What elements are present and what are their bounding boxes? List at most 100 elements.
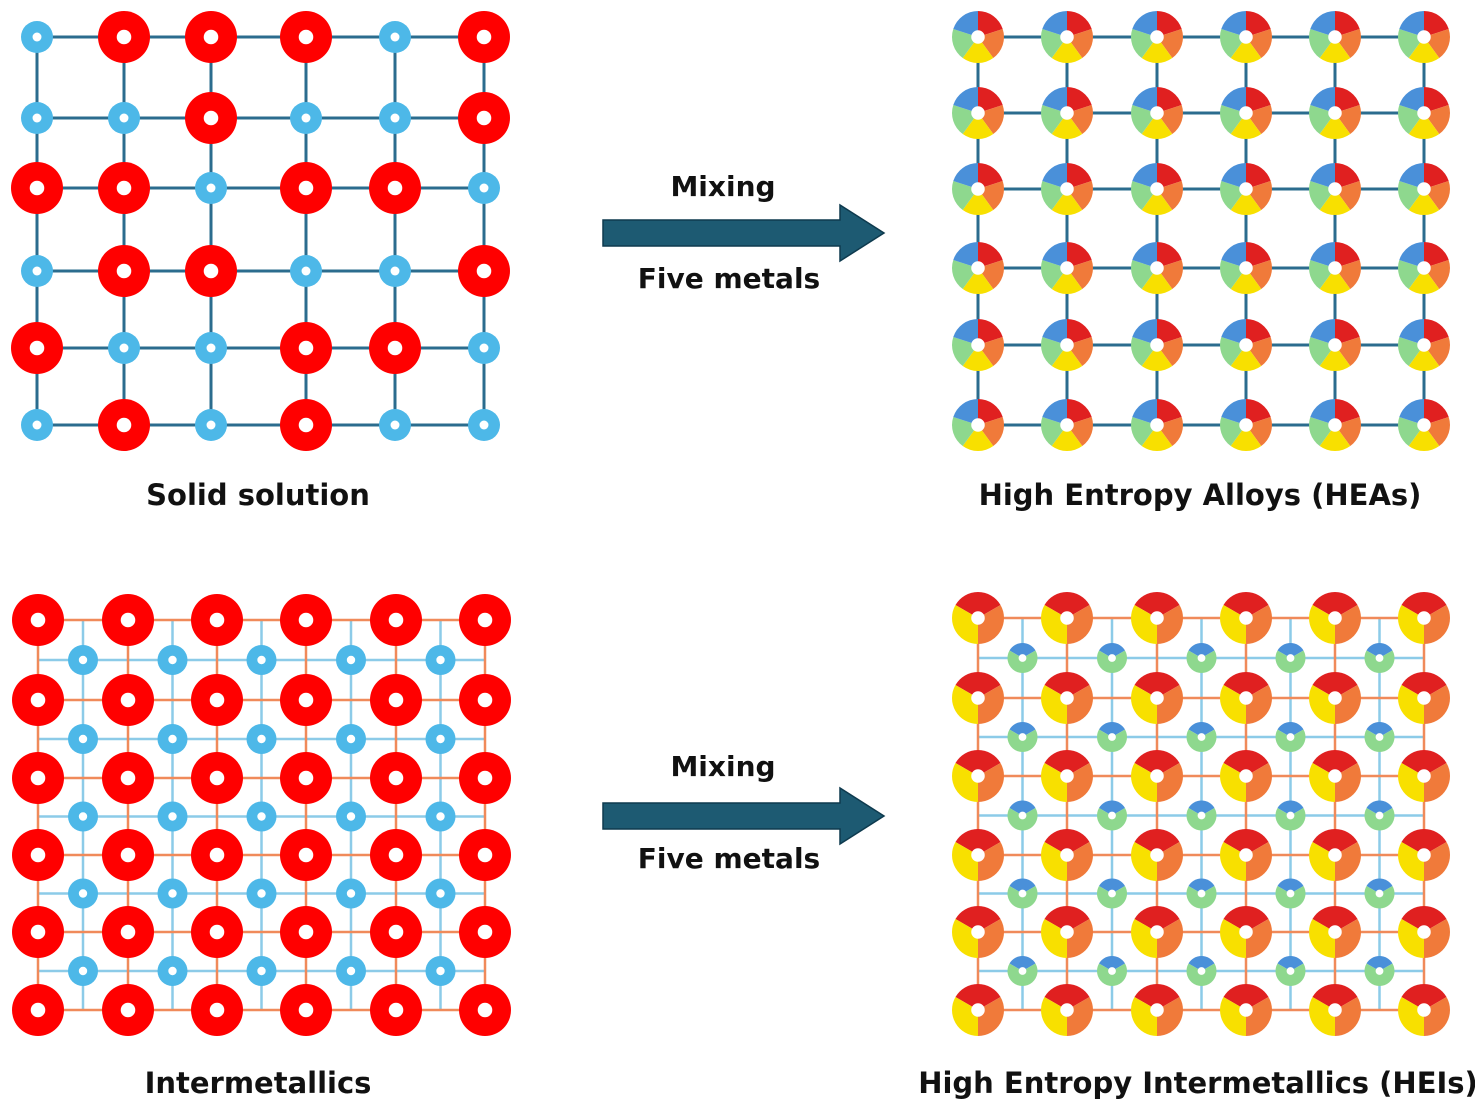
atom-center <box>1150 1003 1164 1017</box>
pie-slice <box>953 10 978 37</box>
hei-small-atom <box>1275 643 1306 674</box>
atom-center <box>476 263 492 279</box>
pie-slice <box>1424 87 1449 113</box>
pie-slice <box>1157 605 1183 644</box>
atom-center <box>301 113 311 123</box>
hea-mixed-atom <box>1398 399 1450 452</box>
hei-large-atom <box>1131 906 1184 958</box>
pie-slice <box>1221 319 1246 345</box>
pie-slice <box>1042 319 1067 345</box>
atom-center <box>1197 889 1206 898</box>
pie-slice <box>955 592 1001 618</box>
atom-center <box>1197 733 1206 741</box>
atom-center <box>203 263 219 279</box>
hea-mixed-atom <box>1041 11 1093 64</box>
pie-slice <box>1398 842 1424 881</box>
pie-slice <box>955 906 1001 932</box>
atom-center <box>209 770 225 786</box>
pie-slice <box>1220 842 1246 881</box>
hei-large-atom <box>1398 750 1450 802</box>
atom-center <box>971 106 985 120</box>
pie-slice <box>962 37 994 64</box>
hea-mixed-atom <box>1398 242 1450 295</box>
pie-slice <box>955 829 1001 855</box>
pie-slice <box>1132 399 1157 425</box>
hea-mixed-atom <box>1131 11 1183 64</box>
pie-slice <box>1399 87 1424 113</box>
atom-center <box>1150 925 1164 939</box>
hea-mixed-atom <box>1131 242 1184 295</box>
atom-center <box>1286 967 1295 975</box>
hei-small-atom <box>1097 722 1127 753</box>
atom-center <box>30 924 46 940</box>
atom-center <box>1328 1003 1342 1017</box>
atom-center <box>298 692 314 708</box>
hei-large-atom <box>1220 672 1272 724</box>
pie-slice <box>1134 906 1180 932</box>
pie-slice <box>978 11 1003 37</box>
hei-large-atom <box>1309 906 1361 958</box>
pie-slice <box>1188 956 1215 971</box>
atom-center <box>436 966 445 976</box>
pie-slice <box>1041 605 1067 644</box>
atom-center <box>119 113 129 123</box>
hei-lattice <box>952 592 1451 1037</box>
pie-slice <box>1221 242 1246 268</box>
pie-slice <box>1051 345 1083 372</box>
five-metals-label-bottom: Five metals <box>637 842 821 875</box>
pie-slice <box>952 685 978 724</box>
pie-slice <box>978 399 1003 425</box>
pie-slice <box>1277 956 1304 971</box>
hea-mixed-atom <box>1398 11 1451 64</box>
atom-center <box>1417 1003 1431 1017</box>
hea-mixed-atom <box>1131 163 1183 215</box>
atom-center <box>1239 261 1253 275</box>
pie-slice <box>1399 11 1424 37</box>
atom-center <box>346 655 356 665</box>
pie-slice <box>978 997 1005 1036</box>
hei-large-atom <box>1309 672 1361 724</box>
hei-large-atom <box>1131 672 1183 724</box>
hei-small-atom <box>1186 800 1217 831</box>
pie-slice <box>1157 399 1182 425</box>
atom-center <box>390 113 400 123</box>
hei-small-atom <box>1097 800 1127 831</box>
atom-center <box>1239 848 1253 862</box>
hei-large-atom <box>1041 984 1093 1036</box>
atom-center <box>390 266 400 276</box>
pie-slice <box>1131 842 1157 881</box>
atom-center <box>479 420 489 430</box>
hei-small-atom <box>1275 956 1306 987</box>
pie-slice <box>955 750 1001 776</box>
hea-mixed-atom <box>951 87 1005 140</box>
pie-slice <box>952 919 978 958</box>
pie-slice <box>1221 399 1246 425</box>
mixing-arrow-bottom <box>602 786 886 846</box>
pie-slice <box>1398 997 1424 1037</box>
pie-slice <box>1424 399 1449 425</box>
pie-slice <box>1335 11 1360 37</box>
pie-slice <box>1188 878 1215 894</box>
pie-slice <box>1042 399 1067 425</box>
atom-center <box>1060 925 1074 939</box>
hea-mixed-atom <box>1041 399 1093 452</box>
atom-center <box>971 1003 985 1017</box>
atom-center <box>346 966 356 976</box>
atom-center <box>206 343 216 353</box>
atom-center <box>1328 182 1342 196</box>
pie-slice <box>1230 37 1262 64</box>
pie-slice <box>1141 37 1173 64</box>
pie-slice <box>953 399 978 425</box>
pie-slice <box>1424 11 1449 37</box>
pie-slice <box>1067 11 1092 37</box>
atom-center <box>1060 182 1074 196</box>
pie-slice <box>955 984 1001 1010</box>
pie-slice <box>1399 163 1424 189</box>
atom-center <box>1286 889 1295 898</box>
pie-slice <box>1157 685 1183 724</box>
atom-center <box>120 1002 136 1018</box>
pie-slice <box>1051 113 1083 140</box>
atom-center <box>1108 967 1116 975</box>
hea-mixed-atom <box>1131 319 1184 372</box>
pie-slice <box>1051 425 1083 452</box>
